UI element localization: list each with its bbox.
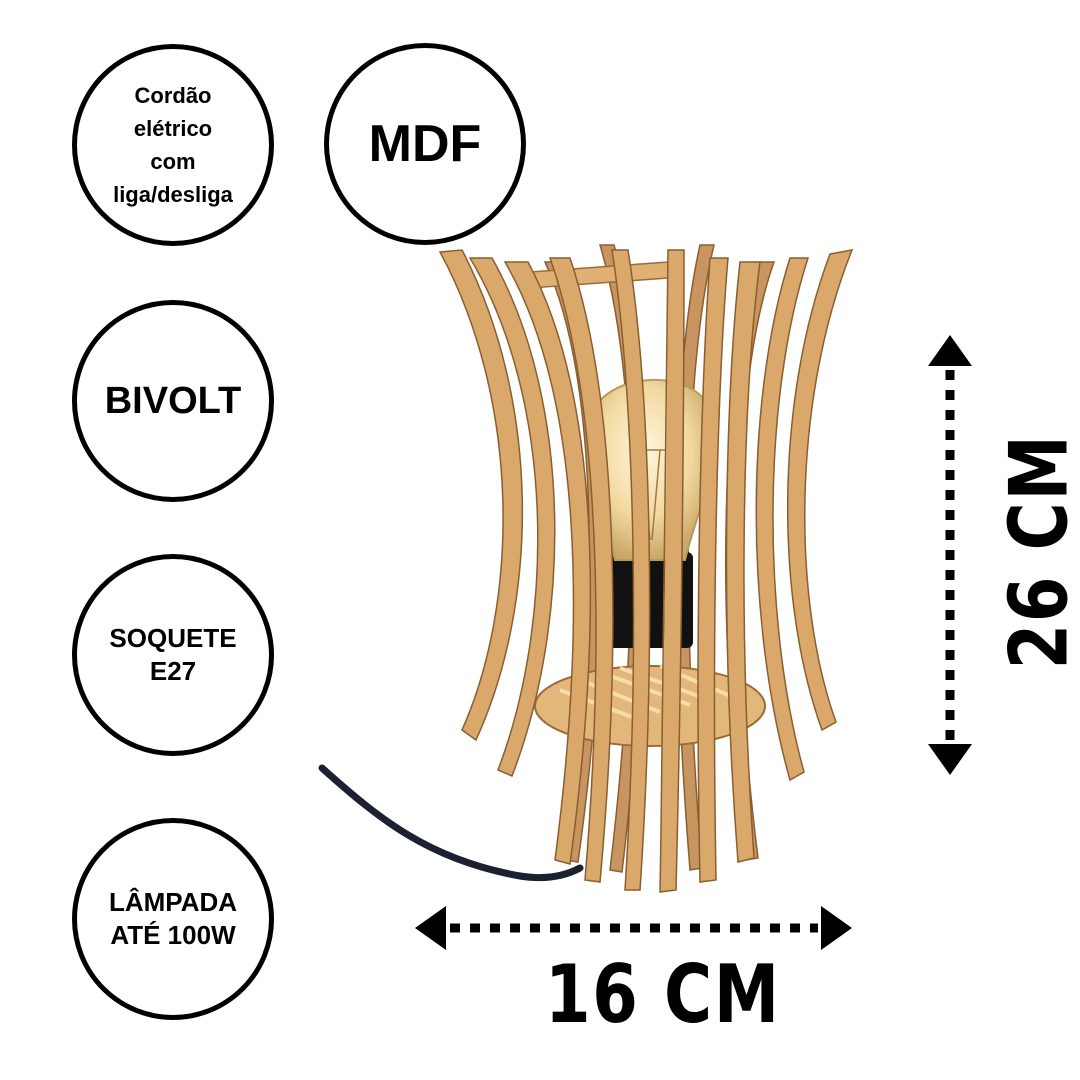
feature-badge-voltage: BIVOLT	[72, 300, 274, 502]
socket-line-2: E27	[149, 656, 197, 686]
width-dimension-arrow	[415, 906, 852, 950]
width-label: 16 CM	[545, 948, 781, 1041]
material-label: MDF	[368, 115, 482, 173]
power-cord	[318, 764, 584, 882]
height-label: 26 CM	[992, 433, 1080, 670]
lamp-line-2: ATÉ 100W	[110, 920, 236, 950]
feature-badge-material: MDF	[324, 43, 526, 245]
height-dimension-arrow	[928, 335, 972, 775]
socket-line-1: SOQUETE	[109, 623, 237, 653]
voltage-label: BIVOLT	[104, 379, 242, 422]
cord-line-3: com	[150, 149, 196, 174]
cord-line-1: Cordão	[134, 83, 212, 108]
feature-badge-cord: Cordão elétrico com liga/desliga	[72, 44, 274, 246]
lamp-line-1: LÂMPADA	[108, 887, 238, 917]
cord-line-2: elétrico	[133, 116, 213, 141]
feature-badge-socket: SOQUETE E27	[72, 554, 274, 756]
cord-line-4: liga/desliga	[113, 182, 233, 207]
lamp-front-slats	[438, 249, 854, 893]
feature-badge-lamp: LÂMPADA ATÉ 100W	[72, 818, 274, 1020]
